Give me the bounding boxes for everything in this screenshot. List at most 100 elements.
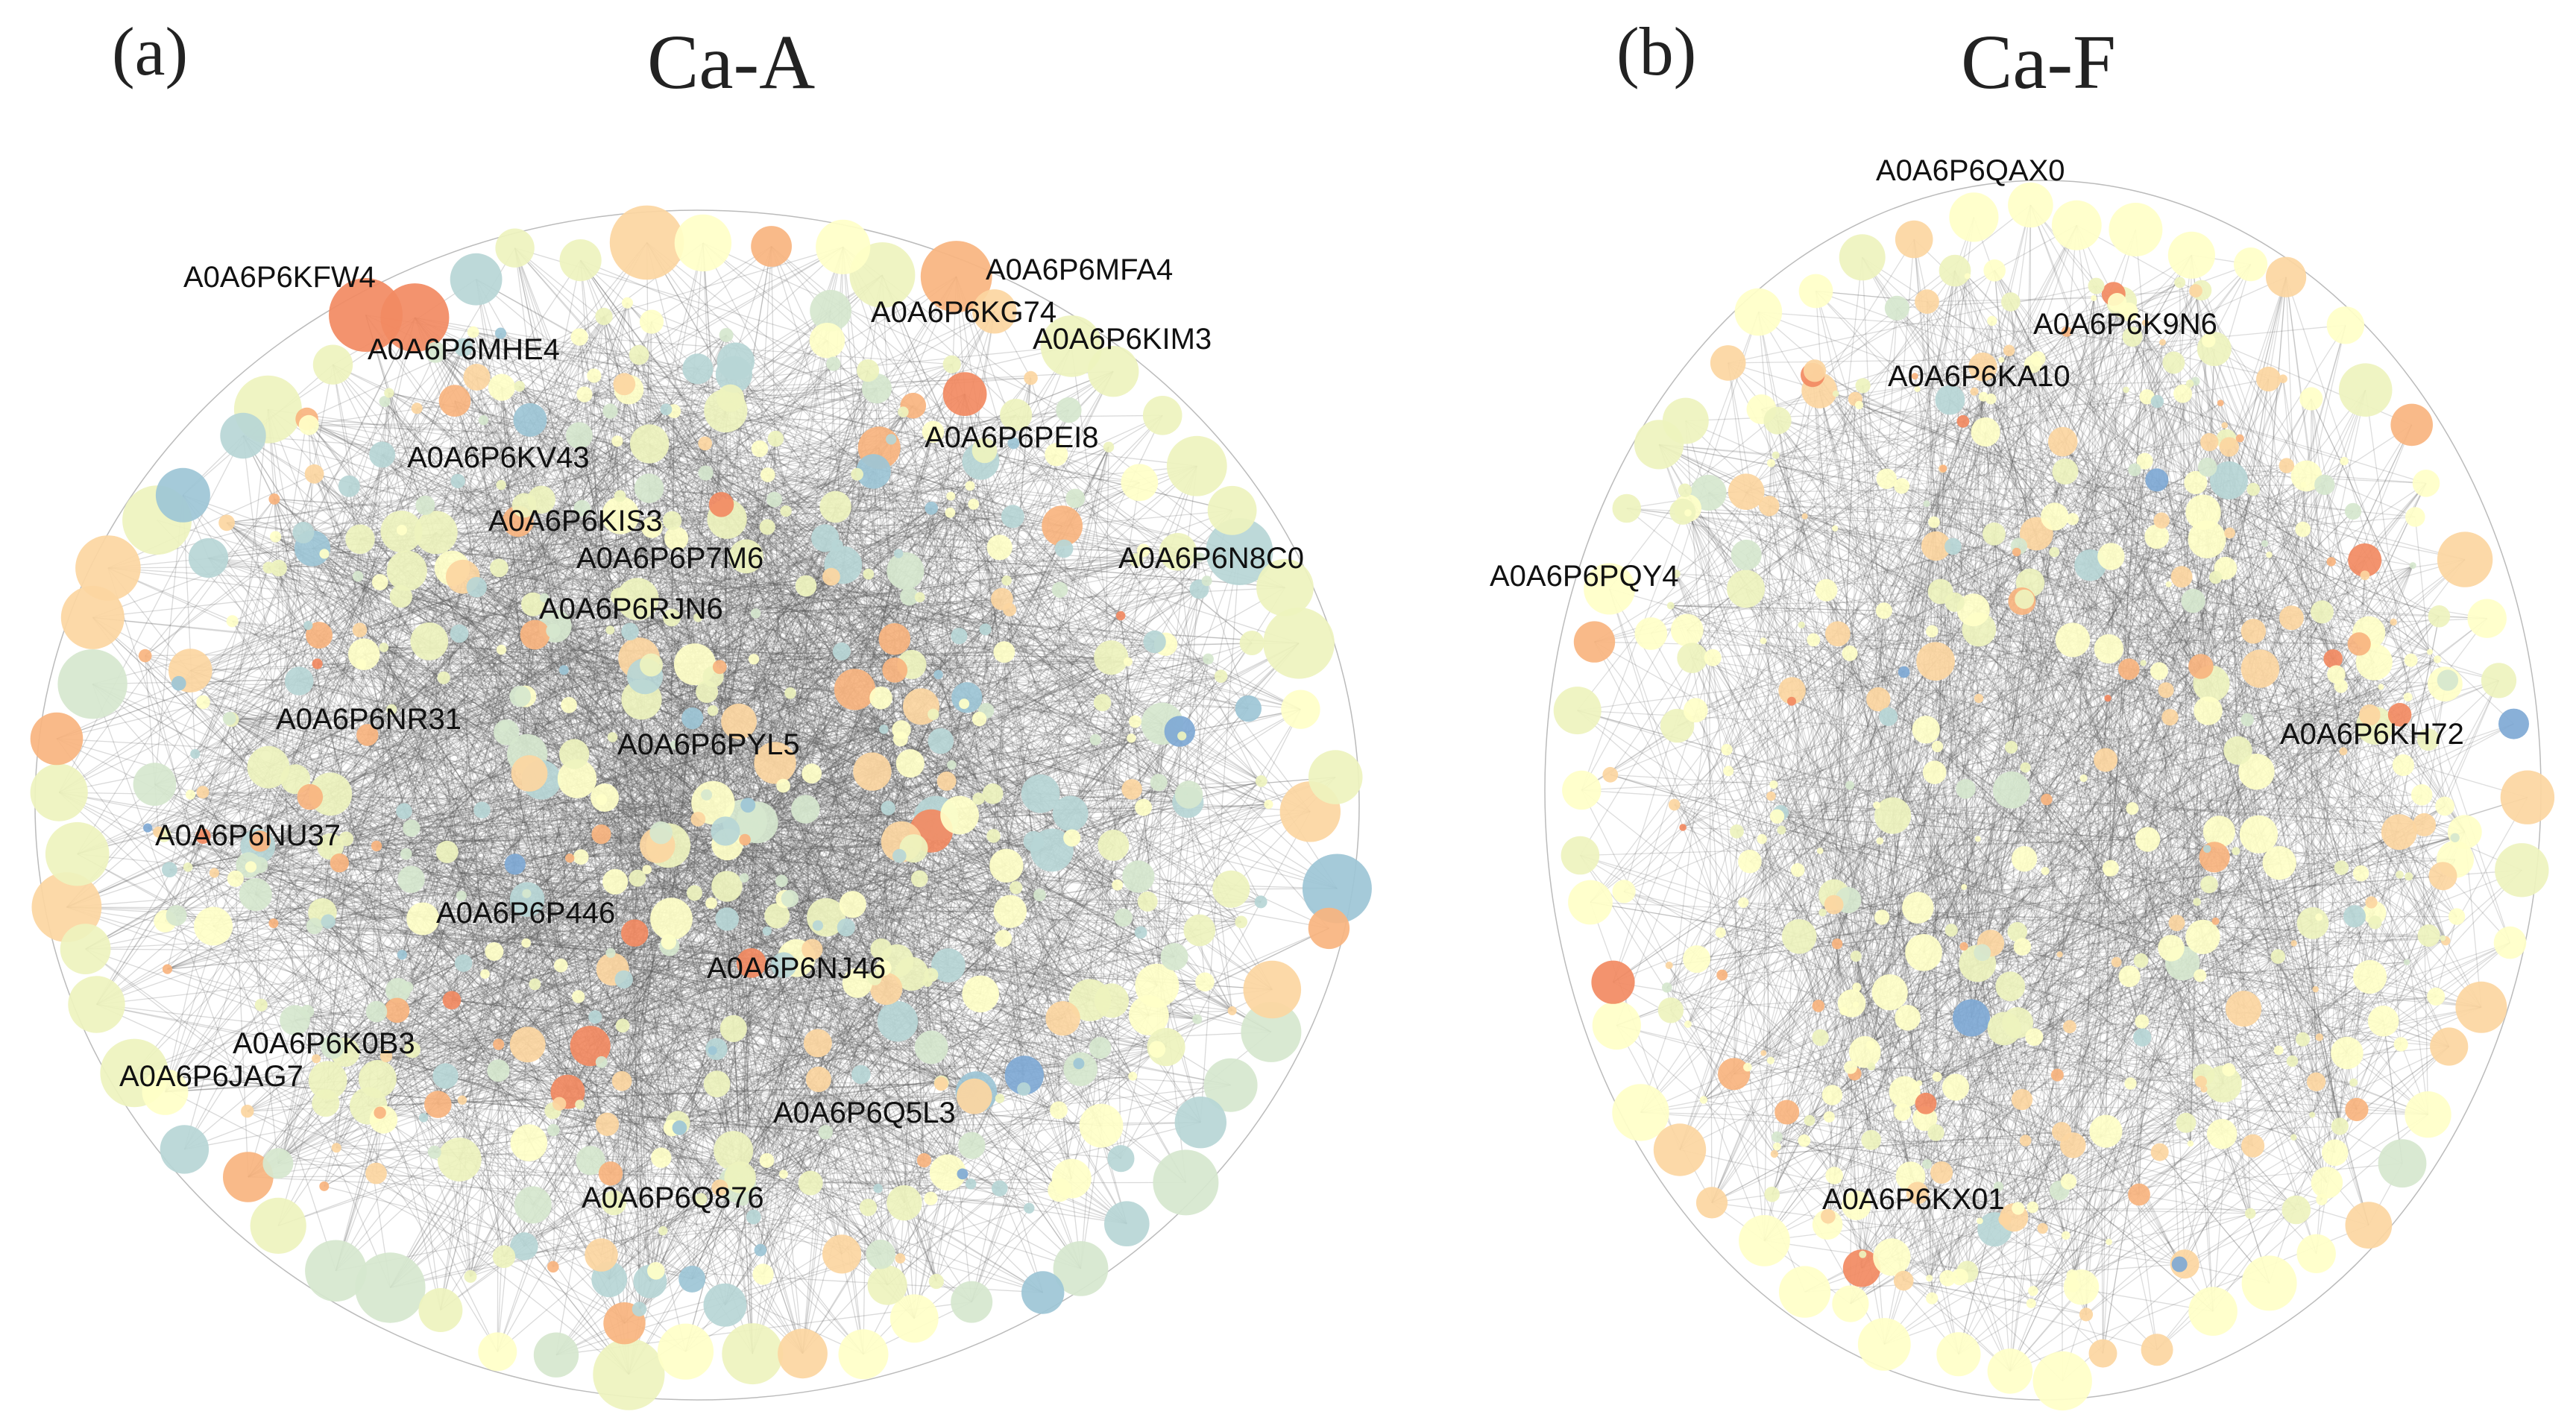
network-node bbox=[1079, 1103, 1124, 1148]
network-edge bbox=[534, 631, 554, 985]
network-node bbox=[951, 682, 983, 713]
network-edge bbox=[295, 1020, 629, 1375]
network-node bbox=[504, 854, 526, 875]
network-node bbox=[936, 772, 957, 791]
network-edge bbox=[766, 526, 1112, 1001]
network-node bbox=[1174, 1097, 1227, 1149]
network-edge bbox=[773, 499, 873, 772]
network-edge bbox=[133, 661, 1129, 1074]
network-node bbox=[711, 816, 740, 846]
network-edge bbox=[526, 893, 680, 1129]
network-node bbox=[928, 708, 939, 720]
network-node bbox=[851, 467, 863, 481]
node-label: A0A6P6Q876 bbox=[582, 1182, 764, 1214]
network-edge bbox=[165, 754, 575, 1093]
network-node bbox=[312, 344, 353, 385]
network-edge bbox=[579, 709, 1301, 1105]
network-edge bbox=[260, 634, 320, 1006]
network-edge bbox=[649, 488, 911, 764]
network-node bbox=[851, 1064, 871, 1085]
network-edge bbox=[190, 638, 895, 672]
network-node bbox=[602, 868, 629, 895]
network-edge bbox=[872, 470, 1144, 808]
network-node bbox=[928, 1273, 944, 1290]
network-edge bbox=[268, 766, 707, 795]
network-edge bbox=[367, 411, 904, 736]
network-node bbox=[892, 731, 908, 747]
network-edge bbox=[327, 921, 629, 1375]
network-edge bbox=[476, 340, 828, 588]
network-edge bbox=[203, 559, 1137, 837]
network-node bbox=[893, 549, 904, 558]
network-node bbox=[853, 752, 892, 791]
network-edge bbox=[157, 520, 915, 1319]
network-edge bbox=[95, 387, 503, 1005]
network-node bbox=[826, 356, 841, 371]
network-node bbox=[573, 849, 589, 865]
network-node bbox=[878, 623, 911, 655]
network-edge bbox=[423, 845, 669, 1118]
network-node bbox=[658, 1225, 668, 1236]
network-node bbox=[312, 658, 323, 669]
network-node bbox=[554, 958, 568, 973]
network-node bbox=[1104, 1201, 1150, 1246]
network-node bbox=[389, 585, 412, 608]
network-node bbox=[925, 502, 938, 515]
network-node bbox=[415, 495, 435, 515]
network-edge bbox=[1009, 609, 1158, 986]
network-edge bbox=[462, 576, 1200, 931]
network-edge bbox=[327, 818, 699, 1081]
network-edge bbox=[382, 454, 993, 795]
network-edge bbox=[435, 352, 714, 711]
network-node bbox=[432, 1063, 459, 1089]
network-edge bbox=[368, 454, 1057, 1106]
network-edge bbox=[674, 443, 1014, 745]
network-node bbox=[914, 1030, 948, 1064]
network-edge bbox=[544, 597, 847, 928]
network-node bbox=[521, 938, 532, 948]
network-node bbox=[881, 801, 895, 815]
network-edge bbox=[485, 845, 669, 975]
network-node bbox=[605, 625, 615, 635]
network-edge bbox=[314, 316, 605, 927]
network-edge bbox=[299, 680, 1273, 991]
network-node bbox=[651, 1147, 672, 1168]
network-edge bbox=[881, 274, 1001, 548]
network-node bbox=[1009, 881, 1023, 895]
network-node bbox=[304, 464, 324, 484]
network-edge bbox=[376, 503, 974, 847]
network-edge bbox=[429, 640, 854, 905]
network-edge bbox=[187, 658, 1209, 868]
network-edge bbox=[476, 376, 1300, 644]
network-node bbox=[715, 907, 739, 931]
network-edge bbox=[229, 718, 279, 1164]
network-edge bbox=[330, 335, 727, 795]
network-node bbox=[57, 649, 127, 719]
network-edge bbox=[950, 496, 1166, 645]
network-edge bbox=[667, 845, 879, 1189]
network-node bbox=[529, 978, 541, 991]
node-label: A0A6P6KFW4 bbox=[183, 261, 376, 294]
network-node bbox=[895, 1253, 906, 1263]
network-edge bbox=[671, 617, 753, 1354]
network-edge bbox=[231, 719, 625, 980]
network-edge bbox=[463, 347, 561, 966]
network-node bbox=[155, 467, 210, 523]
network-node bbox=[1183, 914, 1216, 947]
network-node bbox=[464, 1269, 477, 1283]
network-edge bbox=[904, 570, 980, 799]
network-node bbox=[321, 914, 336, 929]
network-node bbox=[509, 685, 531, 707]
network-edge bbox=[541, 499, 1118, 886]
network-edge bbox=[603, 316, 631, 632]
network-node bbox=[485, 942, 504, 961]
network-edge bbox=[835, 506, 1103, 704]
network-edge bbox=[950, 496, 1136, 722]
network-node bbox=[565, 854, 575, 863]
network-edge bbox=[476, 587, 942, 1085]
network-edge bbox=[261, 845, 658, 1006]
network-edge bbox=[552, 1010, 1232, 1268]
network-edge bbox=[959, 516, 1014, 815]
network-edge bbox=[733, 960, 898, 1029]
network-node bbox=[575, 1100, 585, 1110]
